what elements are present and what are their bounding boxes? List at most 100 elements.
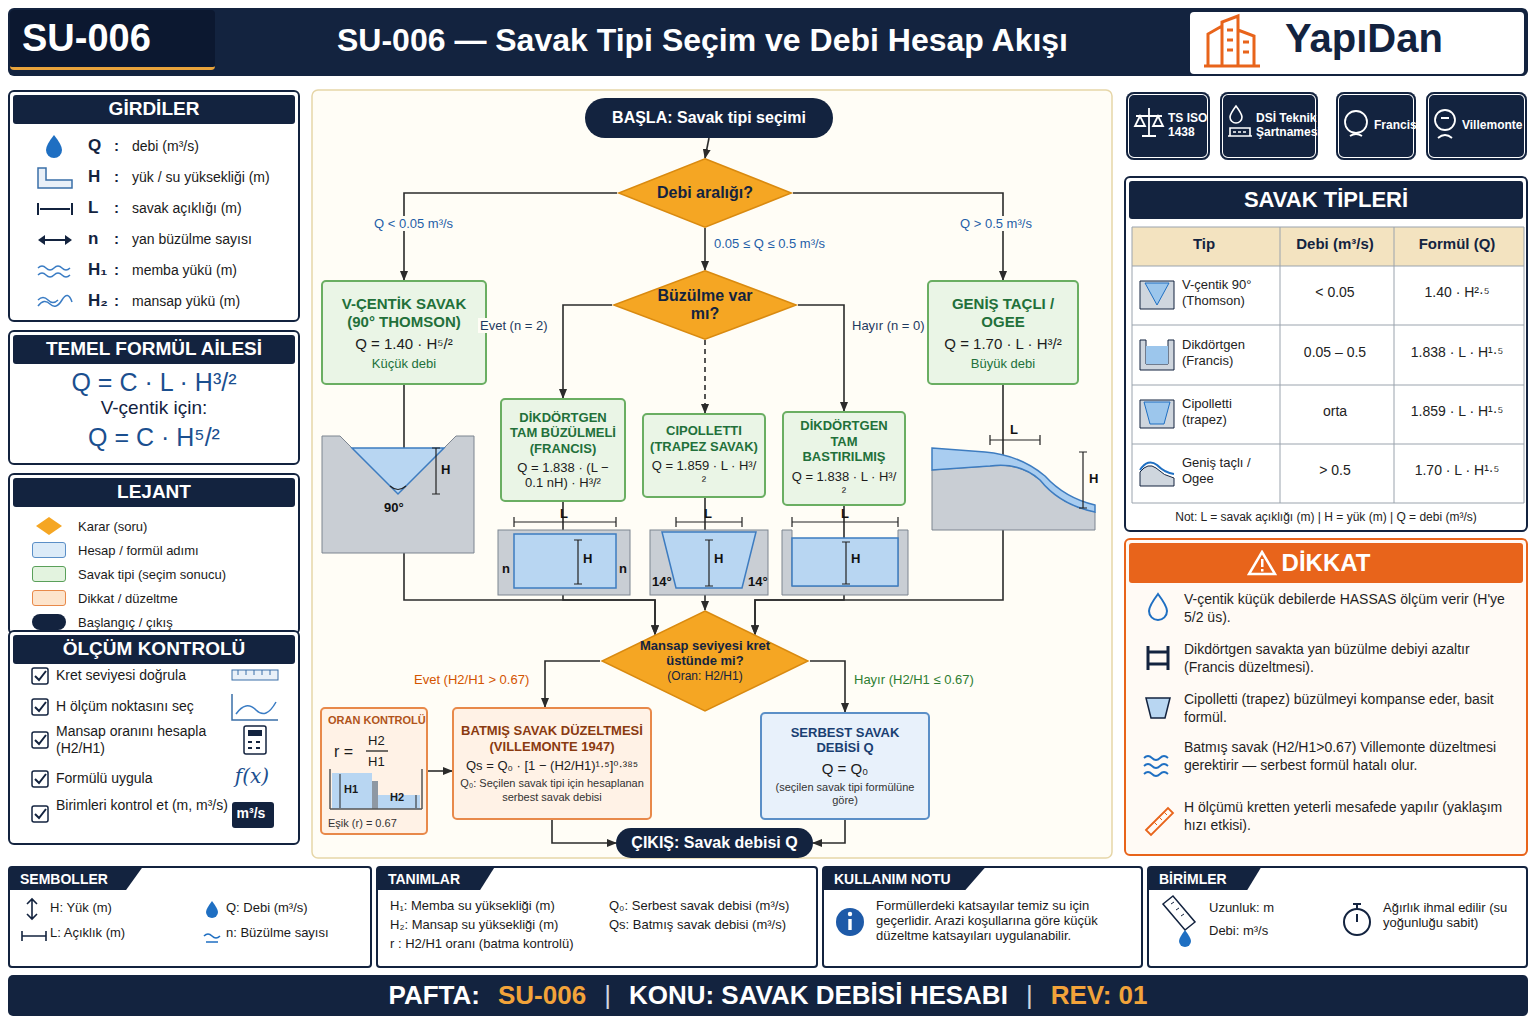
label-text: 1.838 · L · H¹·⁵: [1392, 344, 1522, 360]
definitions-panel: TANIMLARH₁: Memba su yüksekliği (m)Q₀: S…: [376, 866, 818, 968]
node-text: Q = Q₀: [822, 760, 869, 777]
node-text: DSİ Teknik Şartnamesi: [1256, 112, 1321, 140]
legend-swatch: [32, 542, 66, 558]
node-text: L: Açıklık (m): [50, 925, 190, 940]
flow-connector: [704, 228, 706, 270]
label-text: 14°: [652, 574, 672, 589]
weir-type-box: DİKDÖRTGEN TAM BÜZÜLMELİ (FRANCIS)Q = 1.…: [500, 398, 626, 502]
node-text: Q = 1.838 · (L − 0.1 nH) · H³/²: [508, 460, 618, 490]
edge-label: Hayır (n = 0): [850, 318, 927, 333]
node-text: CIPOLLETTI (TRAPEZ SAVAK): [650, 423, 758, 454]
node-text: (seçilen savak tipi formülüne göre): [768, 781, 922, 807]
label-text: YapıDan: [1285, 16, 1515, 61]
panel-body: H: Yük (m)Q: Debi (m³/s)L: Açıklık (m)n:…: [10, 890, 366, 940]
node-icons: [1336, 92, 1416, 160]
node-text: Küçük debi: [372, 356, 436, 371]
node-text: Kret seviyesi doğrula: [56, 667, 231, 684]
node-text: Q = 1.859 · L · H³/²: [650, 458, 758, 488]
legend-text: Başlangıç / çıkış: [78, 615, 173, 630]
correction-box: BATMIŞ SAVAK DÜZELTMESİ (VILLEMONTE 1947…: [452, 707, 652, 820]
label-text: H: [441, 462, 450, 477]
node-text: Q = 1.70 · L · H³/²: [944, 335, 1061, 352]
label-text: L: [1010, 422, 1018, 437]
node-text: PAFTA:: [389, 980, 480, 1011]
legend-text: Hesap / formül adımı: [78, 543, 199, 558]
node-text: Ağırlık ihmal edilir (su yoğunluğu sabit…: [1383, 900, 1523, 938]
node-text: BATMIŞ SAVAK DÜZELTMESİ (VILLEMONTE 1947…: [460, 723, 644, 754]
node-text: ORAN KONTROLÜ: [328, 714, 428, 726]
cipolletti-figure: [650, 517, 768, 595]
decision-diamond: Büzülme var mı?: [612, 270, 798, 340]
panel-heading: ÖLÇÜM KONTROLÜ: [13, 635, 295, 664]
node-text: Qs = Q₀ · [1 − (H2/H1)¹·⁵]⁰·³⁸⁵: [466, 758, 638, 773]
node-text: n: [88, 229, 98, 249]
panel-tab: TANIMLAR: [378, 868, 494, 890]
node-icons: [10, 868, 374, 970]
label-text: 1.70 · L · H¹·⁵: [1392, 462, 1522, 478]
node-text: :: [114, 199, 119, 216]
node-text: Formülü uygula: [56, 770, 231, 787]
legend-row: Karar (soru): [32, 515, 298, 537]
legend-swatch: [32, 566, 66, 582]
label-text: n: [619, 561, 627, 576]
label-text: 0.05 – 0.5: [1278, 344, 1392, 360]
label-text: Debi (m³/s): [1278, 235, 1392, 252]
legend-row: Savak tipi (seçim sonucu): [32, 563, 298, 585]
flow-connector: [793, 193, 1003, 280]
node-text: :: [114, 292, 119, 309]
flow-connector: [798, 305, 844, 411]
usage-note-panel: KULLANIM NOTUFormüllerdeki katsayılar te…: [822, 866, 1143, 968]
label-text: H: [583, 551, 592, 566]
node-text: Büyük debi: [971, 356, 1035, 371]
panel-heading: LEJANT: [13, 478, 295, 507]
node-text: Uzunluk: m: [1209, 900, 1319, 915]
calculation-box: SERBEST SAVAK DEBİSİ QQ = Q₀(seçilen sav…: [760, 712, 930, 820]
panel-tab: BİRİMLER: [1149, 868, 1261, 890]
label-text: Cipolletti (trapez): [1182, 396, 1276, 427]
flow-connector: [810, 661, 845, 712]
decision-diamond: Debi aralığı?: [617, 158, 793, 228]
node-text: Dikdörtgen savakta yan büzülme debiyi az…: [1184, 640, 1518, 676]
node-text: memba yükü (m): [132, 262, 296, 278]
node-text: Francis: [1374, 119, 1417, 133]
logo-icon: [1204, 16, 1260, 66]
legend-row: Hesap / formül adımı: [32, 539, 298, 561]
decision-diamond: Mansap seviyesi kret üstünde mi?(Oran: H…: [600, 610, 810, 712]
node-text: L: [88, 198, 98, 218]
francis-figure: [498, 517, 630, 595]
ratio-check-box: ORAN KONTROLÜr =H2H1H1H2Eşik (r) = 0.67: [320, 707, 428, 835]
node-text: Q: [88, 136, 101, 156]
legend-text: Dikkat / düzeltme: [78, 591, 178, 606]
diamond-shape: [617, 158, 793, 228]
flow-connector: [705, 138, 709, 158]
node-text: savak açıklığı (m): [132, 200, 296, 216]
node-text: H: [88, 167, 100, 187]
node-text: Debi aralığı?: [657, 184, 753, 202]
legend-swatch: [36, 517, 62, 535]
panel-heading: TEMEL FORMÜL AİLESİ: [13, 335, 295, 364]
node-text: SU-006: [498, 980, 586, 1011]
flow-connector: [704, 340, 706, 413]
edge-label: Q > 0.5 m³/s: [958, 216, 1034, 231]
node-text: Qs: Batmış savak debisi (m³/s): [609, 917, 814, 932]
label-text: H: [1089, 471, 1098, 486]
label-text: > 0.5: [1278, 462, 1392, 478]
label-text: L: [560, 506, 568, 521]
node-text: mansap yükü (m): [132, 293, 296, 309]
label-text: L: [704, 506, 712, 521]
node-text: :: [114, 230, 119, 247]
label-text: H: [714, 551, 723, 566]
node-text: REV: 01: [1051, 980, 1148, 1011]
label-text: Tip: [1130, 235, 1278, 252]
node-text: H ölçüm noktasını seç: [56, 698, 231, 715]
weir-types-panel: SAVAK TİPLERİ: [1124, 176, 1528, 532]
node-text: Cipolletti (trapez) büzülmeyi kompanse e…: [1184, 690, 1518, 726]
node-text: H2: [390, 791, 404, 803]
label-text: Not: L = savak açıklığı (m) | H = yük (m…: [1130, 510, 1522, 524]
panel-heading: DİKKAT: [1129, 543, 1523, 583]
edge-label: Q < 0.05 m³/s: [372, 216, 455, 231]
node-text: V-çentik için:: [101, 397, 208, 419]
